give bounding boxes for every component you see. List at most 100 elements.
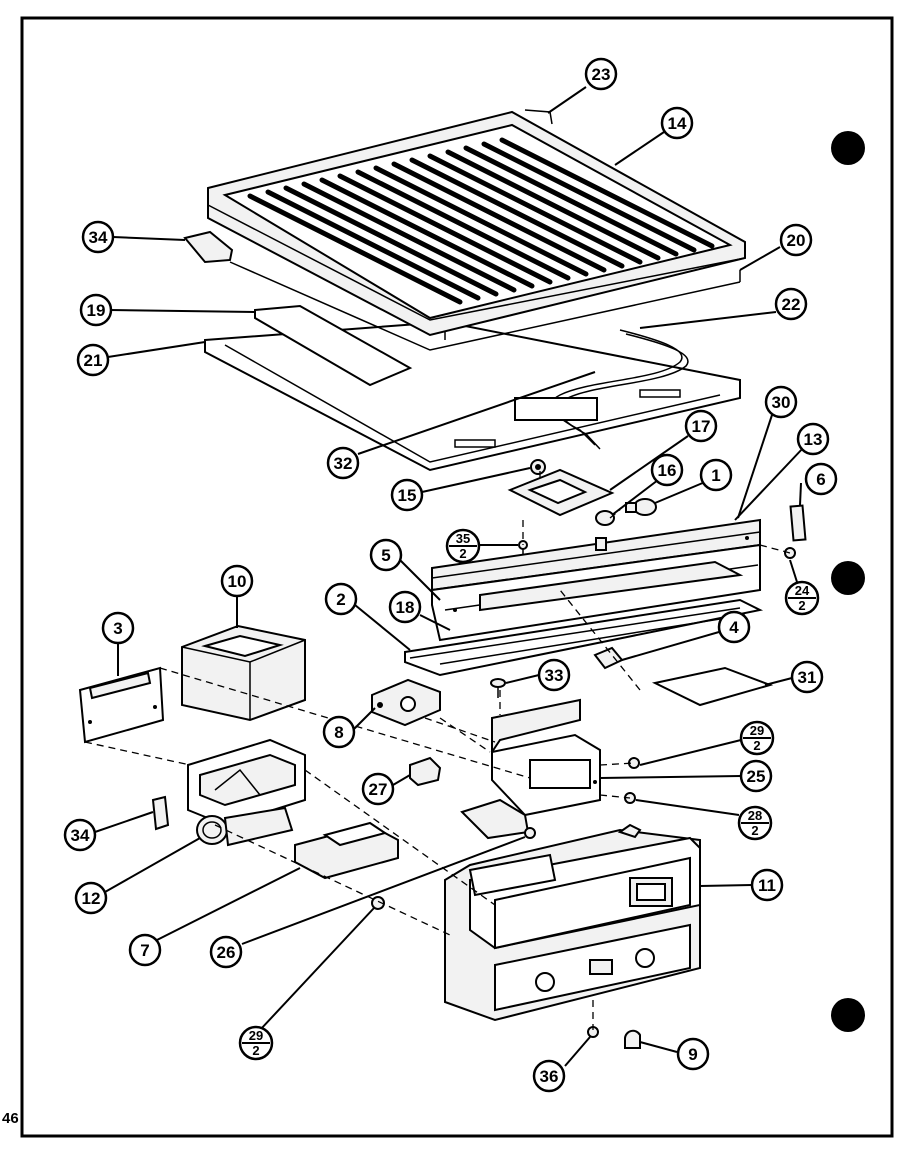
callout-2: 2: [324, 582, 358, 616]
callout-34-upper: 34: [81, 220, 115, 254]
svg-text:22: 22: [782, 295, 801, 314]
svg-text:10: 10: [228, 572, 247, 591]
part-31-plate: [651, 666, 774, 707]
callout-16: 16: [650, 453, 684, 487]
binder-hole-middle: [831, 561, 865, 595]
callout-22: 22: [774, 287, 808, 321]
part-11-control-housing: [444, 823, 701, 1022]
svg-text:9: 9: [688, 1045, 697, 1064]
part-3-plate: [78, 666, 165, 744]
part-29-screw-lower: [371, 896, 385, 910]
svg-text:27: 27: [369, 780, 388, 799]
svg-text:31: 31: [798, 668, 817, 687]
part-33-screw: [490, 678, 506, 698]
callout-34-lower: 34: [63, 818, 97, 852]
svg-text:34: 34: [89, 228, 108, 247]
part-6-clip: [789, 504, 807, 542]
svg-text:34: 34: [71, 826, 90, 845]
callout-36: 36: [532, 1059, 566, 1093]
svg-text:36: 36: [540, 1067, 559, 1086]
callout-14: 14: [660, 106, 694, 140]
callout-19: 19: [79, 293, 113, 327]
svg-text:13: 13: [804, 430, 823, 449]
part-5-channel: [431, 543, 761, 642]
callout-32: 32: [326, 446, 360, 480]
part-9-cap: [624, 1029, 641, 1049]
svg-text:3: 3: [113, 619, 122, 638]
svg-text:2: 2: [336, 590, 345, 609]
svg-text:14: 14: [668, 114, 687, 133]
svg-text:2: 2: [753, 738, 760, 753]
fraction-callout-29-2-upper: 29 2: [739, 720, 775, 756]
callout-9: 9: [676, 1037, 710, 1071]
svg-text:25: 25: [747, 767, 766, 786]
part-19-panel: [254, 304, 413, 387]
svg-text:23: 23: [592, 65, 611, 84]
part-15-grommet: [530, 459, 546, 475]
callout-21: 21: [76, 343, 110, 377]
callout-20: 20: [779, 223, 813, 257]
fraction-callout-28-2: 28 2: [737, 805, 773, 841]
part-8-thermostat: [371, 678, 441, 727]
part-7-bracket: [294, 821, 399, 880]
svg-text:4: 4: [729, 618, 739, 637]
svg-text:19: 19: [87, 301, 106, 320]
part-34-rear-rail: [112, 230, 234, 264]
svg-text:29: 29: [750, 723, 764, 738]
svg-text:2: 2: [459, 546, 466, 561]
part-17-bracket: [507, 468, 615, 517]
svg-text:28: 28: [748, 808, 762, 823]
callout-30: 30: [764, 385, 798, 419]
callout-4: 4: [717, 610, 751, 644]
svg-text:5: 5: [381, 546, 390, 565]
part-16-knob: [595, 510, 615, 526]
svg-text:35: 35: [456, 531, 470, 546]
callout-12: 12: [74, 881, 108, 915]
part-22-wire-harness: [454, 329, 689, 450]
callout-17: 17: [684, 409, 718, 443]
svg-text:6: 6: [816, 470, 825, 489]
svg-text:33: 33: [545, 666, 564, 685]
callout-3: 3: [101, 611, 135, 645]
svg-text:30: 30: [772, 393, 791, 412]
light-housing: [187, 738, 306, 827]
svg-text:12: 12: [82, 889, 101, 908]
callout-8: 8: [322, 715, 356, 749]
svg-text:24: 24: [795, 583, 810, 598]
callout-11: 11: [750, 868, 784, 902]
part-20-plate: [229, 261, 741, 351]
svg-text:7: 7: [140, 941, 149, 960]
svg-text:16: 16: [658, 461, 677, 480]
callout-27: 27: [361, 772, 395, 806]
callout-6: 6: [804, 462, 838, 496]
svg-text:26: 26: [217, 943, 236, 962]
binder-hole-top: [831, 131, 865, 165]
part-34-clip: [151, 795, 170, 831]
part-25-bracket: [460, 698, 601, 840]
svg-text:29: 29: [249, 1028, 263, 1043]
callout-26: 26: [209, 935, 243, 969]
part-2-channel: [404, 598, 764, 677]
callout-1: 1: [699, 458, 733, 492]
callout-13: 13: [796, 422, 830, 456]
part-1-bulb: [625, 498, 657, 516]
svg-text:21: 21: [84, 351, 103, 370]
callout-25: 25: [739, 759, 773, 793]
svg-text:17: 17: [692, 417, 711, 436]
svg-text:2: 2: [751, 823, 758, 838]
svg-text:32: 32: [334, 454, 353, 473]
part-12-socket: [196, 806, 294, 847]
callout-33: 33: [537, 658, 571, 692]
svg-text:8: 8: [334, 723, 343, 742]
fraction-callout-29-2-lower: 29 2: [238, 1025, 274, 1061]
callout-7: 7: [128, 933, 162, 967]
callout-10: 10: [220, 564, 254, 598]
leader-lines: [94, 86, 805, 1067]
page-number: 46: [2, 1110, 19, 1127]
callout-18: 18: [388, 590, 422, 624]
svg-text:20: 20: [787, 231, 806, 250]
svg-text:1: 1: [711, 466, 720, 485]
binder-hole-bottom: [831, 998, 865, 1032]
part-26-screw: [524, 827, 536, 839]
callout-31: 31: [790, 660, 824, 694]
